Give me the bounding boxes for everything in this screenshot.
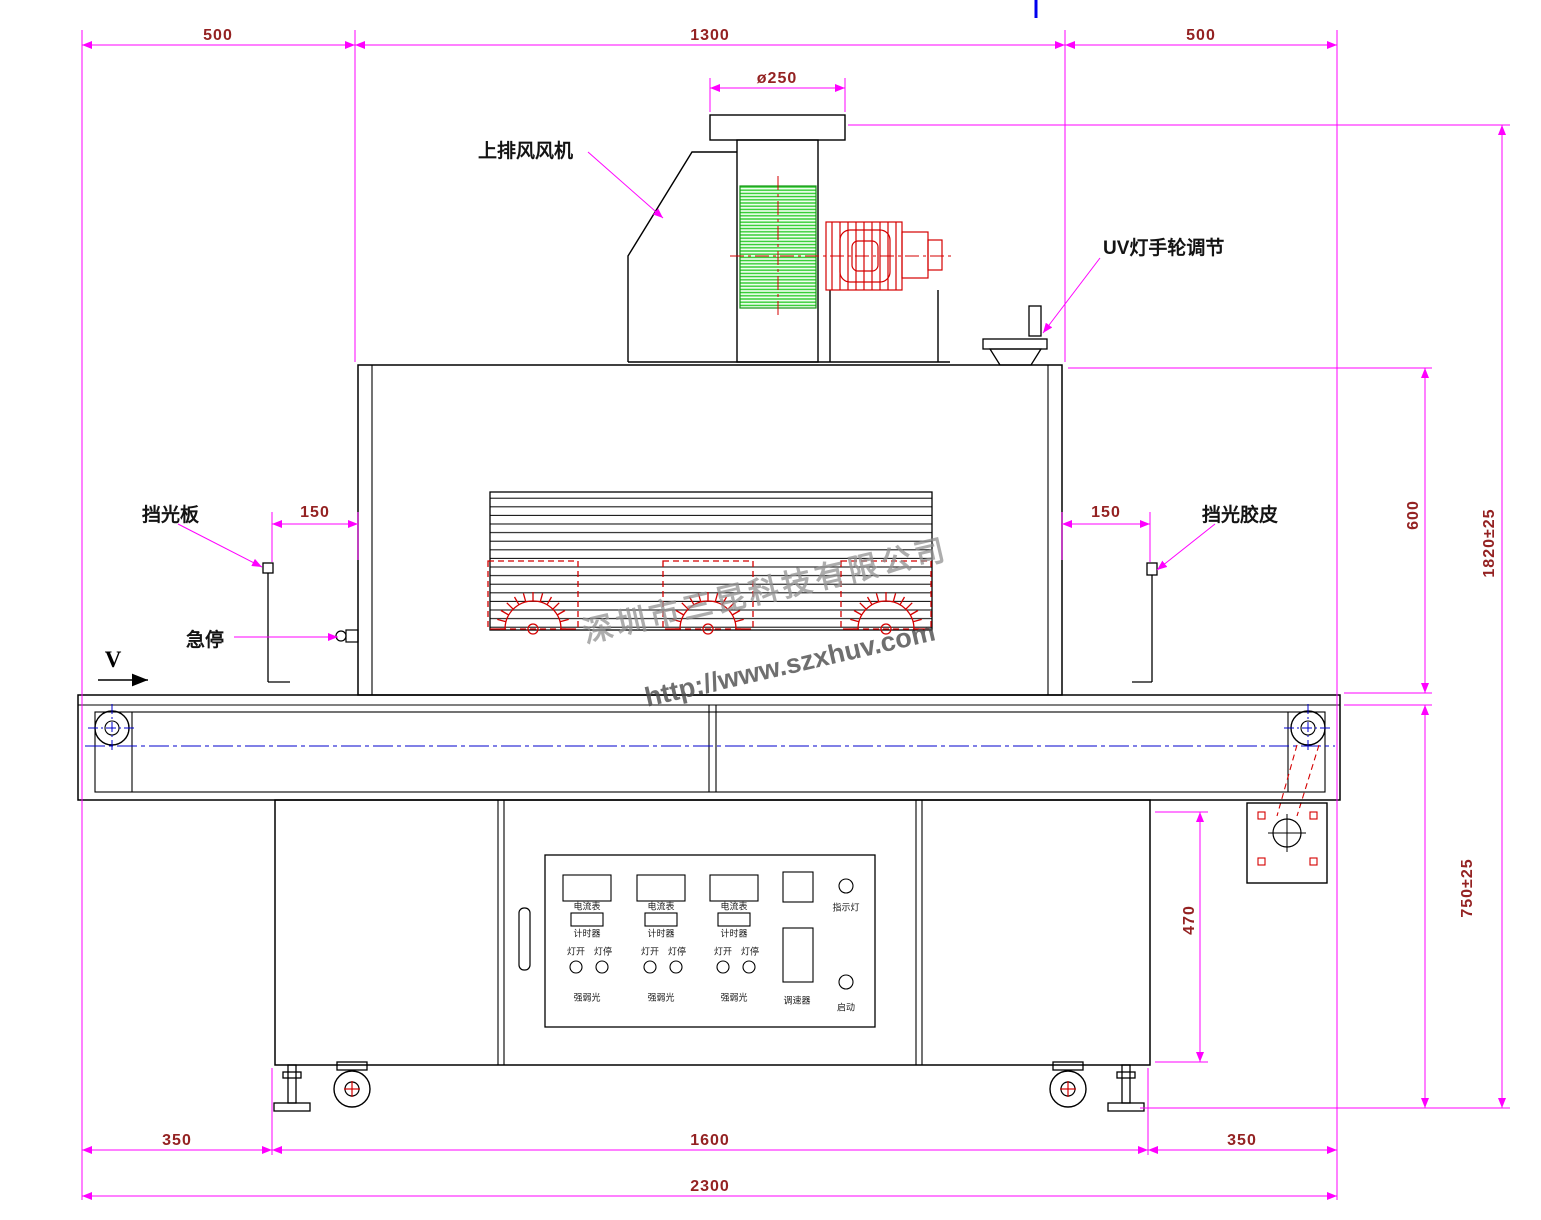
oven-body <box>357 364 1063 696</box>
panel-indicator-label: 指示灯 <box>832 902 860 913</box>
label-belt-direction: V <box>104 647 122 672</box>
dim-cabinet-height: 470 <box>1181 905 1198 935</box>
dim-bottom-left: 350 <box>162 1132 192 1149</box>
dim-bottom-center: 1600 <box>690 1132 730 1149</box>
left-light-shield <box>262 562 290 683</box>
dim-overall-width: 2300 <box>690 1178 730 1195</box>
cabinet <box>274 799 1151 1066</box>
label-light-shield-rubber: 挡光胶皮 <box>1202 505 1279 526</box>
dim-bottom-right: 350 <box>1227 1132 1257 1149</box>
control-panel-graphics <box>562 871 854 990</box>
dim-belt-height: 750±25 <box>1459 858 1476 918</box>
dim-top-left: 500 <box>203 27 233 44</box>
panel-ammeter-label-2: 电流表 <box>647 901 675 912</box>
panel-speed-label: 调速器 <box>783 995 811 1006</box>
dimension-lines <box>81 30 1510 1200</box>
label-top-exhaust-fan: 上排风风机 <box>478 141 574 162</box>
panel-lamp-on-label-3: 灯开 <box>713 946 733 957</box>
panel-ammeter-label-3: 电流表 <box>720 901 748 912</box>
feet <box>273 1061 1145 1112</box>
dim-top-center: 1300 <box>690 27 730 44</box>
dim-oven-height: 600 <box>1405 500 1422 530</box>
red-centerlines <box>730 176 952 318</box>
panel-lamp-off-label-2: 灯停 <box>667 946 687 957</box>
panel-timer-label-3: 计时器 <box>720 928 748 939</box>
panel-light-level-label-3: 强弱光 <box>720 992 748 1003</box>
estop-button <box>335 629 359 643</box>
panel-lamp-on-label-2: 灯开 <box>640 946 660 957</box>
panel-lamp-on-label-1: 灯开 <box>566 946 586 957</box>
conveyor <box>77 694 1341 801</box>
blue-centerlines <box>85 704 1335 752</box>
panel-ammeter-label-1: 电流表 <box>573 901 601 912</box>
panel-light-level-label-1: 强弱光 <box>573 992 601 1003</box>
dim-left-gap: 150 <box>300 504 330 521</box>
panel-lamp-off-label-1: 灯停 <box>593 946 613 957</box>
panel-timer-label-1: 计时器 <box>573 928 601 939</box>
dim-top-right: 500 <box>1186 27 1216 44</box>
label-light-shield-plate: 挡光板 <box>142 505 200 526</box>
panel-timer-label-2: 计时器 <box>647 928 675 939</box>
panel-start-label: 启动 <box>836 1002 856 1013</box>
right-light-shield <box>1132 562 1158 683</box>
dim-right-gap: 150 <box>1091 504 1121 521</box>
label-uv-handwheel: UV灯手轮调节 <box>1103 238 1225 259</box>
uv-handwheel <box>982 305 1048 366</box>
panel-light-level-label-2: 强弱光 <box>647 992 675 1003</box>
label-emergency-stop: 急停 <box>186 630 225 651</box>
leader-lines <box>177 151 1216 641</box>
dim-overall-height: 1820±25 <box>1481 508 1498 578</box>
mount-bracket <box>1246 744 1328 884</box>
panel-lamp-off-label-3: 灯停 <box>740 946 760 957</box>
dim-duct-diameter: ø250 <box>756 70 798 87</box>
